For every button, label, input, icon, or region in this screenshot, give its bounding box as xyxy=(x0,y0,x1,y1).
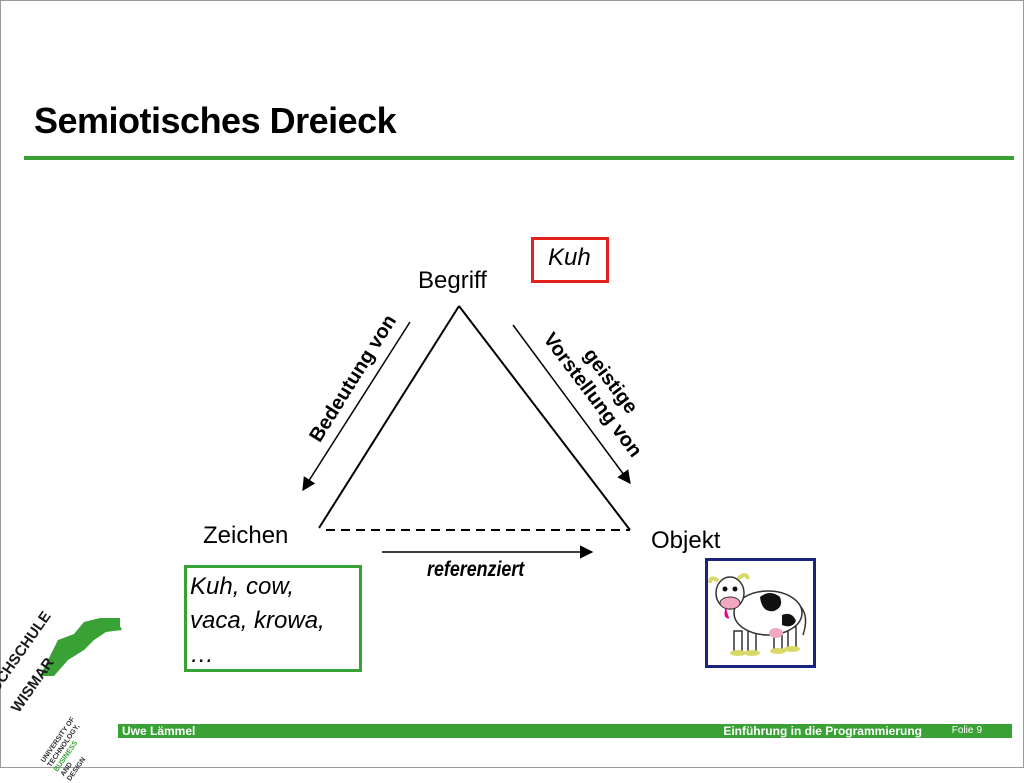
label-referenziert: referenziert xyxy=(427,558,525,581)
sign-words-box xyxy=(184,565,362,672)
footer-author: Uwe Lämmel xyxy=(122,724,196,738)
sign-words-line-1: Kuh, cow, xyxy=(190,573,295,600)
triangle-right-side xyxy=(458,305,631,531)
arrow-vorstellung xyxy=(512,324,631,485)
cow-image-frame xyxy=(705,558,816,668)
slide-title: Semiotisches Dreieck xyxy=(34,100,397,141)
sign-words-line-3: … xyxy=(190,641,214,668)
kuh-label: Kuh xyxy=(548,244,591,271)
kuh-box xyxy=(531,237,609,283)
sign-words: Kuh, cow, vaca, krowa, … xyxy=(190,570,325,672)
triangle-left-side xyxy=(318,305,460,529)
label-begriff: Begriff xyxy=(418,267,487,294)
label-zeichen: Zeichen xyxy=(203,522,289,549)
label-objekt: Objekt xyxy=(651,527,721,554)
logo-figure-icon xyxy=(40,618,122,676)
footer-folie-label: Folie xyxy=(951,725,974,736)
footer-course: Einführung in die Programmierung xyxy=(723,724,922,738)
footer-bar: Uwe Lämmel Einführung in die Programmier… xyxy=(118,724,1012,738)
cow-icon xyxy=(708,573,807,656)
footer-folie-number: 9 xyxy=(976,725,982,736)
sign-words-line-2: vaca, krowa, xyxy=(190,607,325,634)
title-underline xyxy=(24,156,1014,160)
arrow-bedeutung xyxy=(302,321,411,492)
